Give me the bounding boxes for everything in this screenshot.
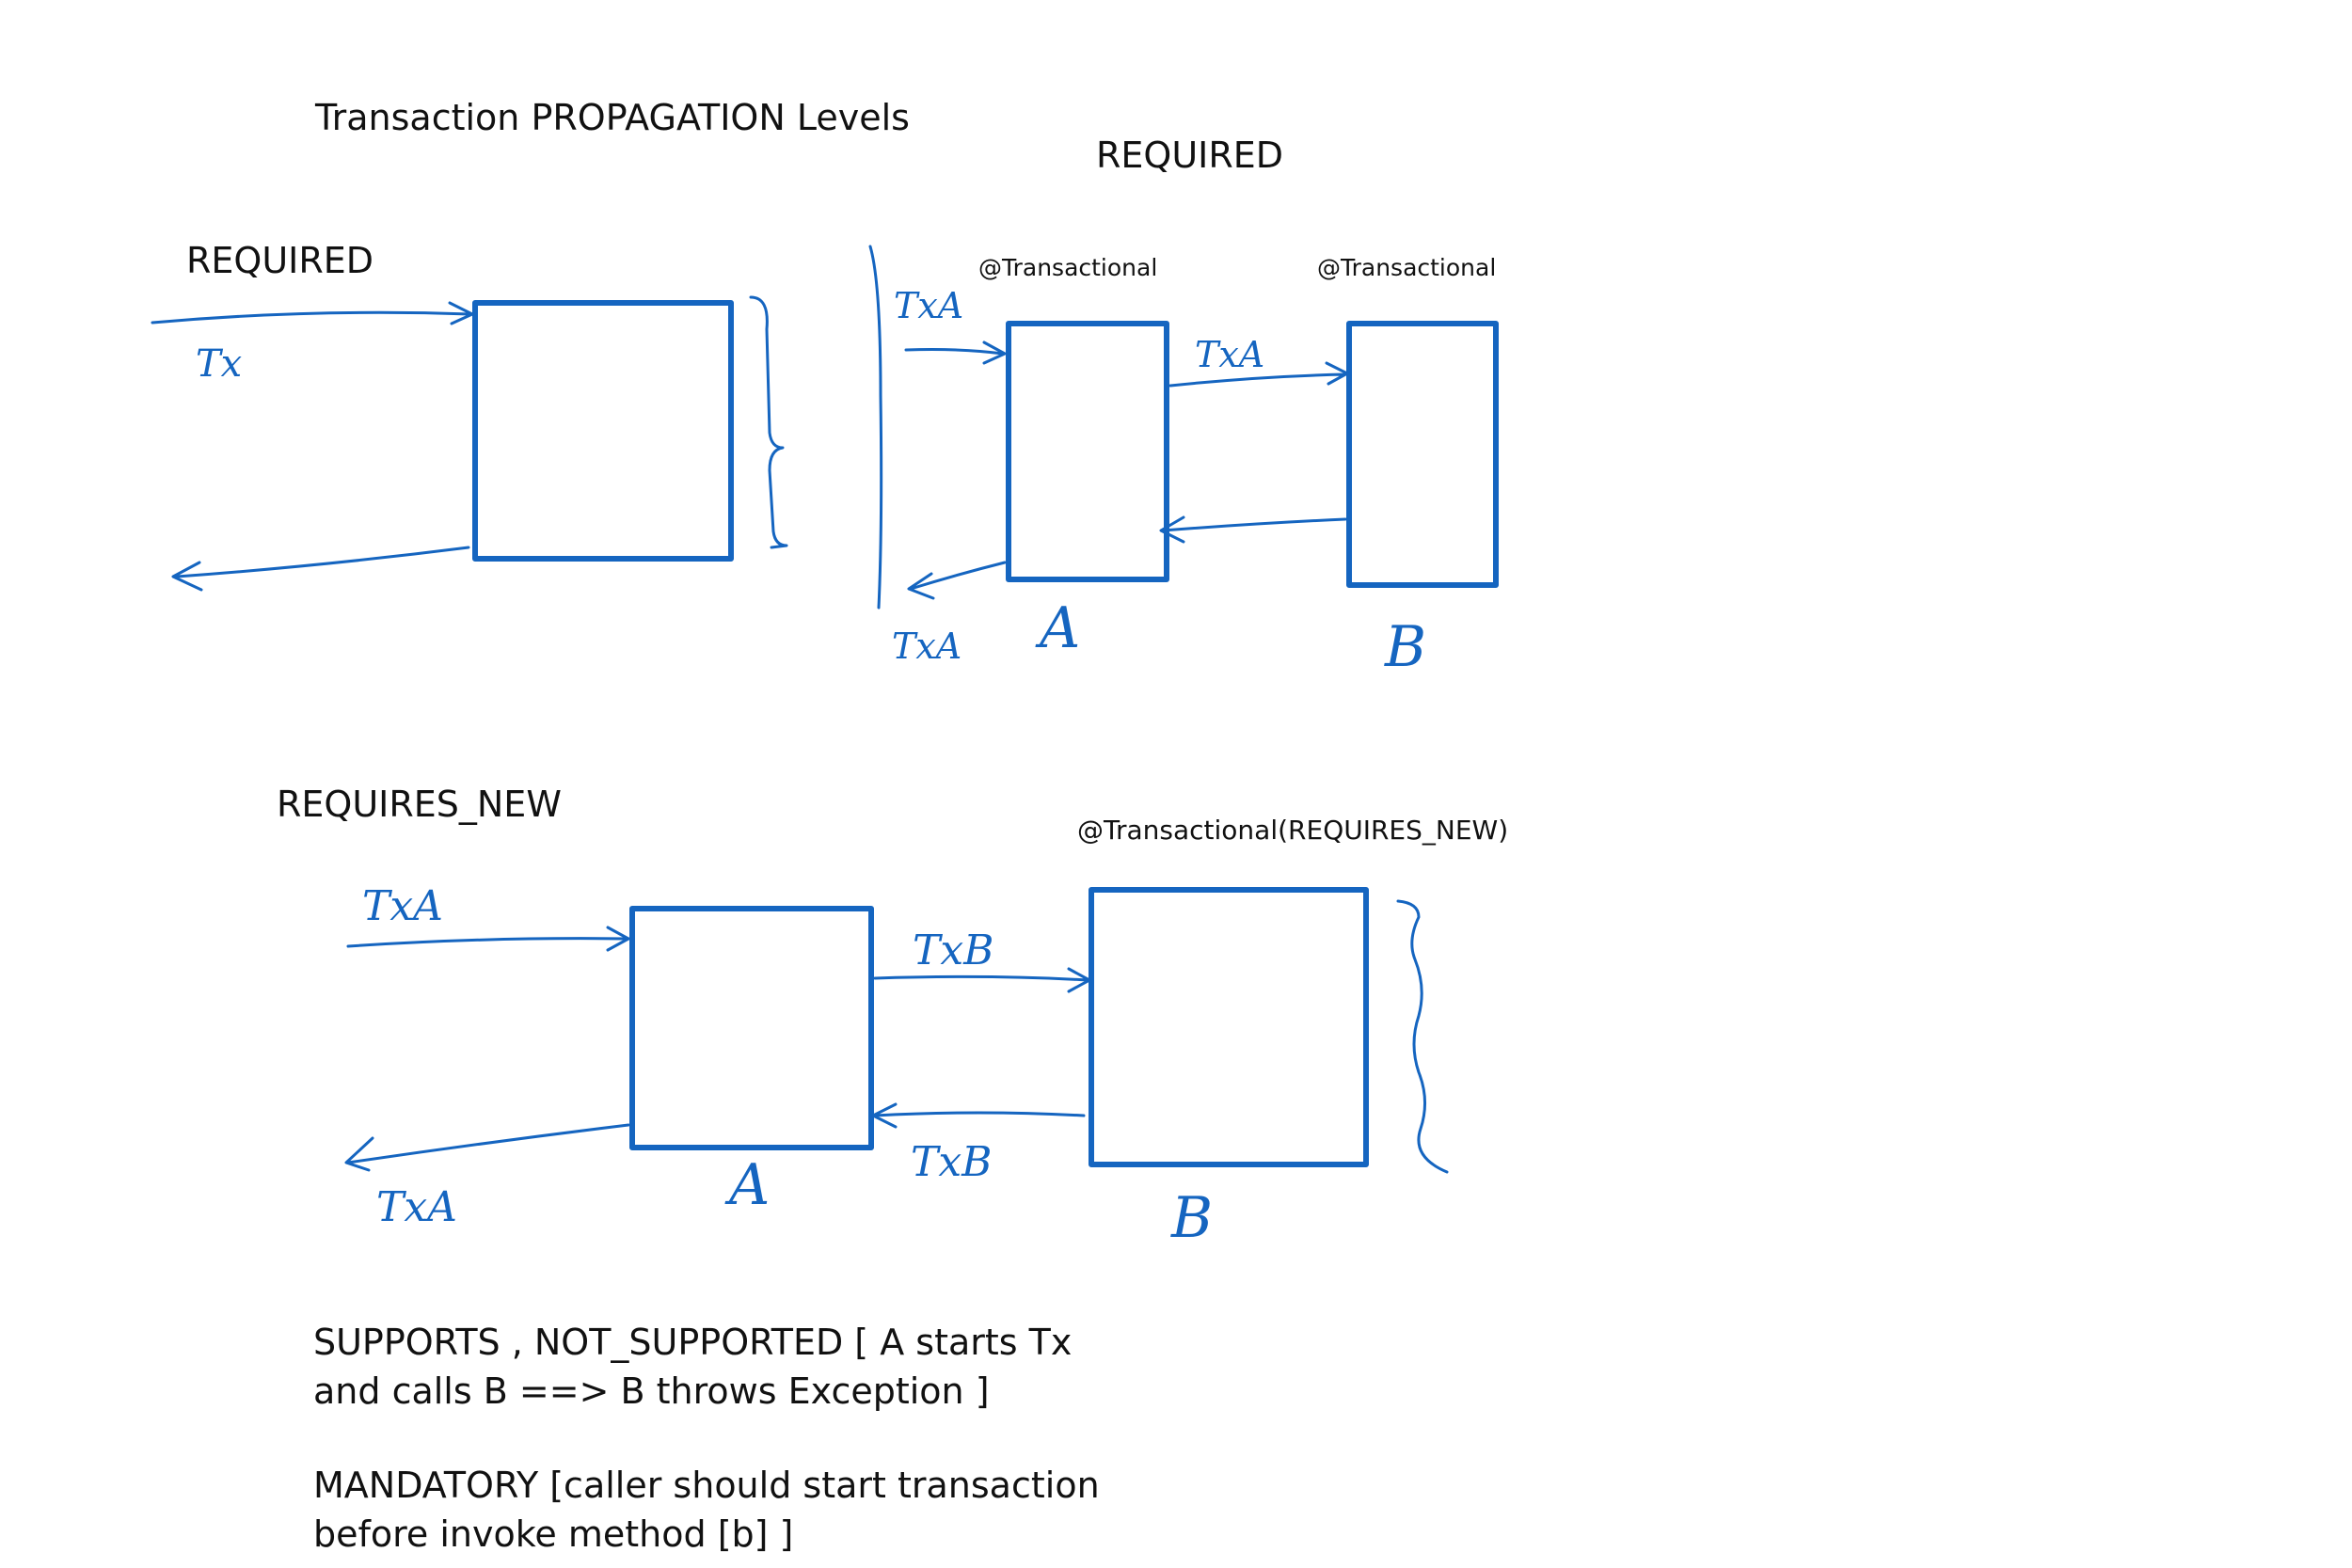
requires-new-return-label: TxA <box>376 1183 457 1231</box>
requires-new-annotation-b: @Transactional(REQUIRES_NEW) <box>1077 815 1508 846</box>
required-simple-tx-label: Tx <box>196 342 242 386</box>
supports-note-line-2: and calls B ==> B throws Exception ] <box>313 1370 990 1412</box>
requires-new-a-to-b-label: TxB <box>913 927 994 974</box>
required-chain-a-to-b-arrow <box>1168 361 1349 388</box>
requires-new-box-a <box>629 906 874 1150</box>
requires-new-box-b-label: B <box>1170 1185 1213 1251</box>
required-chain-b-to-a-arrow <box>1159 515 1347 544</box>
required-chain-return-arrow <box>907 561 1007 600</box>
notes-section: SUPPORTS , NOT_SUPPORTED [ A starts Tx a… <box>313 1322 1100 1555</box>
required-chain-incoming-label: TxA <box>894 285 963 326</box>
required-chain-a-to-b-label: TxA <box>1195 334 1264 375</box>
required-simple-outgoing-arrow <box>171 546 470 592</box>
required-simple-brace <box>749 295 788 549</box>
requires-new-box-b <box>1089 887 1369 1167</box>
requires-new-return-arrow <box>344 1123 630 1172</box>
mandatory-note-line-1: MANDATORY [caller should start transacti… <box>313 1465 1100 1506</box>
required-simple-box <box>472 300 734 562</box>
mandatory-note-line-2: before invoke method [b] ] <box>313 1513 793 1555</box>
required-simple-incoming-arrow <box>151 301 474 325</box>
required-chain-section: REQUIRED @Transactional @Transactional T… <box>868 135 1499 680</box>
required-simple-heading: REQUIRED <box>186 240 373 281</box>
required-chain-box-b-label: B <box>1384 614 1426 680</box>
supports-note-line-1: SUPPORTS , NOT_SUPPORTED [ A starts Tx <box>313 1322 1072 1363</box>
required-chain-box-a <box>1006 321 1169 582</box>
required-chain-annotation-b: @Transactional <box>1317 254 1496 281</box>
requires-new-incoming-label: TxA <box>362 882 443 930</box>
required-chain-heading: REQUIRED <box>1096 135 1283 176</box>
page-title: Transaction PROPAGATION Levels <box>314 97 910 138</box>
required-simple-section: REQUIRED Tx <box>151 240 788 592</box>
required-chain-box-a-label: A <box>1035 595 1080 661</box>
requires-new-b-to-a-label: TxB <box>911 1138 993 1186</box>
requires-new-wavy-brace <box>1396 899 1449 1174</box>
required-chain-annotation-a: @Transactional <box>978 254 1157 281</box>
requires-new-b-to-a-arrow <box>871 1102 1086 1129</box>
requires-new-heading: REQUIRES_NEW <box>277 784 562 825</box>
requires-new-a-to-b-arrow <box>873 967 1091 993</box>
requires-new-incoming-arrow <box>346 926 630 952</box>
required-chain-return-label: TxA <box>892 626 961 667</box>
required-chain-incoming-arrow <box>904 341 1007 365</box>
requires-new-section: REQUIRES_NEW @Transactional(REQUIRES_NEW… <box>277 784 1508 1251</box>
section-divider <box>868 245 883 610</box>
required-chain-box-b <box>1346 321 1499 588</box>
requires-new-box-a-label: A <box>724 1152 770 1218</box>
